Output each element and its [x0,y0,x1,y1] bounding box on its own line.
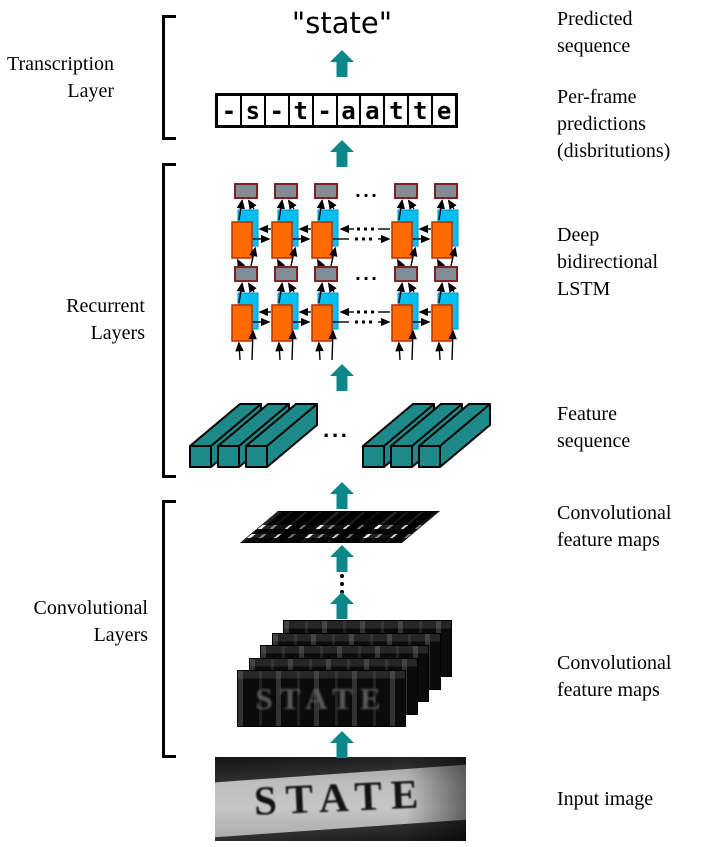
label-line: bidirectional [557,251,659,273]
conv-feature-map-stack: STATE [237,620,452,730]
frame-cell: a [361,96,384,125]
label-predicted-sequence: Predicted sequence [557,6,701,60]
label-line: (disbritutions) [557,140,671,162]
predicted-sequence-text: "state" [291,6,393,40]
feature-bar [362,403,435,468]
label-input-image: Input image [557,786,701,813]
flow-arrow-lstm-to-frames [330,140,354,167]
label-line: Convolutional [33,597,148,619]
frame-cell: a [337,96,360,125]
dot [340,590,344,594]
frame-cell: - [265,96,288,125]
feature-bar [217,403,290,468]
label-line: Recurrent [66,295,145,317]
lstm-gap-connections [333,228,390,241]
lstm-unit [392,184,418,258]
lstm-layer-1: ... [232,265,458,360]
label-feature-sequence: Feature sequence [557,401,701,455]
frame-cell: - [218,96,240,125]
lstm-unit [272,184,298,258]
label-per-frame-predictions: Per-frame predictions (disbritutions) [557,84,701,165]
lstm-ellipsis-middle: ... [355,265,379,284]
input-image: STATE [215,757,466,841]
dot [340,582,344,586]
label-line: Deep [557,224,600,246]
lstm-unit [232,267,258,341]
label-recurrent-layers: Recurrent Layers [30,293,145,347]
label-transcription-layer: Transcription Layer [0,51,114,105]
feature-bar [390,403,463,468]
feature-sequence: ... [189,403,491,468]
label-line: predictions [557,113,646,135]
label-conv-feature-maps-lower: Convolutional feature maps [557,650,701,704]
lstm-unit [432,267,458,341]
label-line: Transcription [6,53,114,75]
stack-feature-text: STATE [255,681,388,716]
frame-cell: t [289,96,312,125]
photo-shade [215,757,466,841]
flow-arrow-conv-to-features [330,482,354,509]
label-convolutional-layers: Convolutional Layers [0,595,148,649]
flow-arrow-features-to-lstm [330,364,354,391]
lstm-unit [392,267,418,341]
bracket-transcription [162,15,176,140]
vertical-ellipsis [340,574,344,594]
lstm-unit [312,267,338,341]
lstm-layer-2: ... [232,182,458,270]
per-frame-prediction-boxes: - s - t - a a t t e [215,93,458,128]
frame-cell: e [433,96,456,125]
label-line: feature maps [557,529,660,551]
flow-arrow-conv-to-conv-lower [330,592,354,619]
dot [340,574,344,578]
label-line: Per-frame [557,86,637,108]
flow-arrow-input-to-conv [330,731,354,758]
label-line: sequence [557,35,631,57]
lstm-unit [432,184,458,258]
feature-bar [245,403,318,468]
label-line: Convolutional [557,502,672,524]
bracket-recurrent [162,163,176,478]
lstm-ellipsis-top: ... [355,182,379,201]
feature-bar [189,403,262,468]
label-line: Layer [67,80,114,102]
frame-cell: - [313,96,336,125]
label-line: Input image [557,788,654,810]
feature-ellipsis: ... [323,421,350,442]
frame-cell: t [409,96,432,125]
stack-layer-front: STATE [237,670,406,727]
lstm-gap-connections [333,311,390,324]
label-line: LSTM [557,278,611,300]
lstm-unit [272,267,298,341]
label-line: Predicted [557,8,633,30]
flow-arrow-conv-to-conv-upper [330,545,354,572]
label-line: sequence [557,430,631,452]
label-line: Layers [90,322,145,344]
frame-cell: s [241,96,264,125]
lstm-unit [312,184,338,258]
label-conv-feature-maps-upper: Convolutional feature maps [557,500,701,554]
feature-bar [418,403,491,468]
conv-feature-map-sheet [239,511,440,543]
label-line: Feature [557,403,617,425]
label-line: Convolutional [557,652,672,674]
frame-cell: t [385,96,408,125]
label-line: feature maps [557,679,660,701]
label-deep-bidirectional-lstm: Deep bidirectional LSTM [557,222,701,303]
bracket-convolutional [162,500,176,758]
flow-arrow-frames-to-sequence [330,50,354,77]
label-line: Layers [93,624,148,646]
lstm-unit [232,184,258,258]
